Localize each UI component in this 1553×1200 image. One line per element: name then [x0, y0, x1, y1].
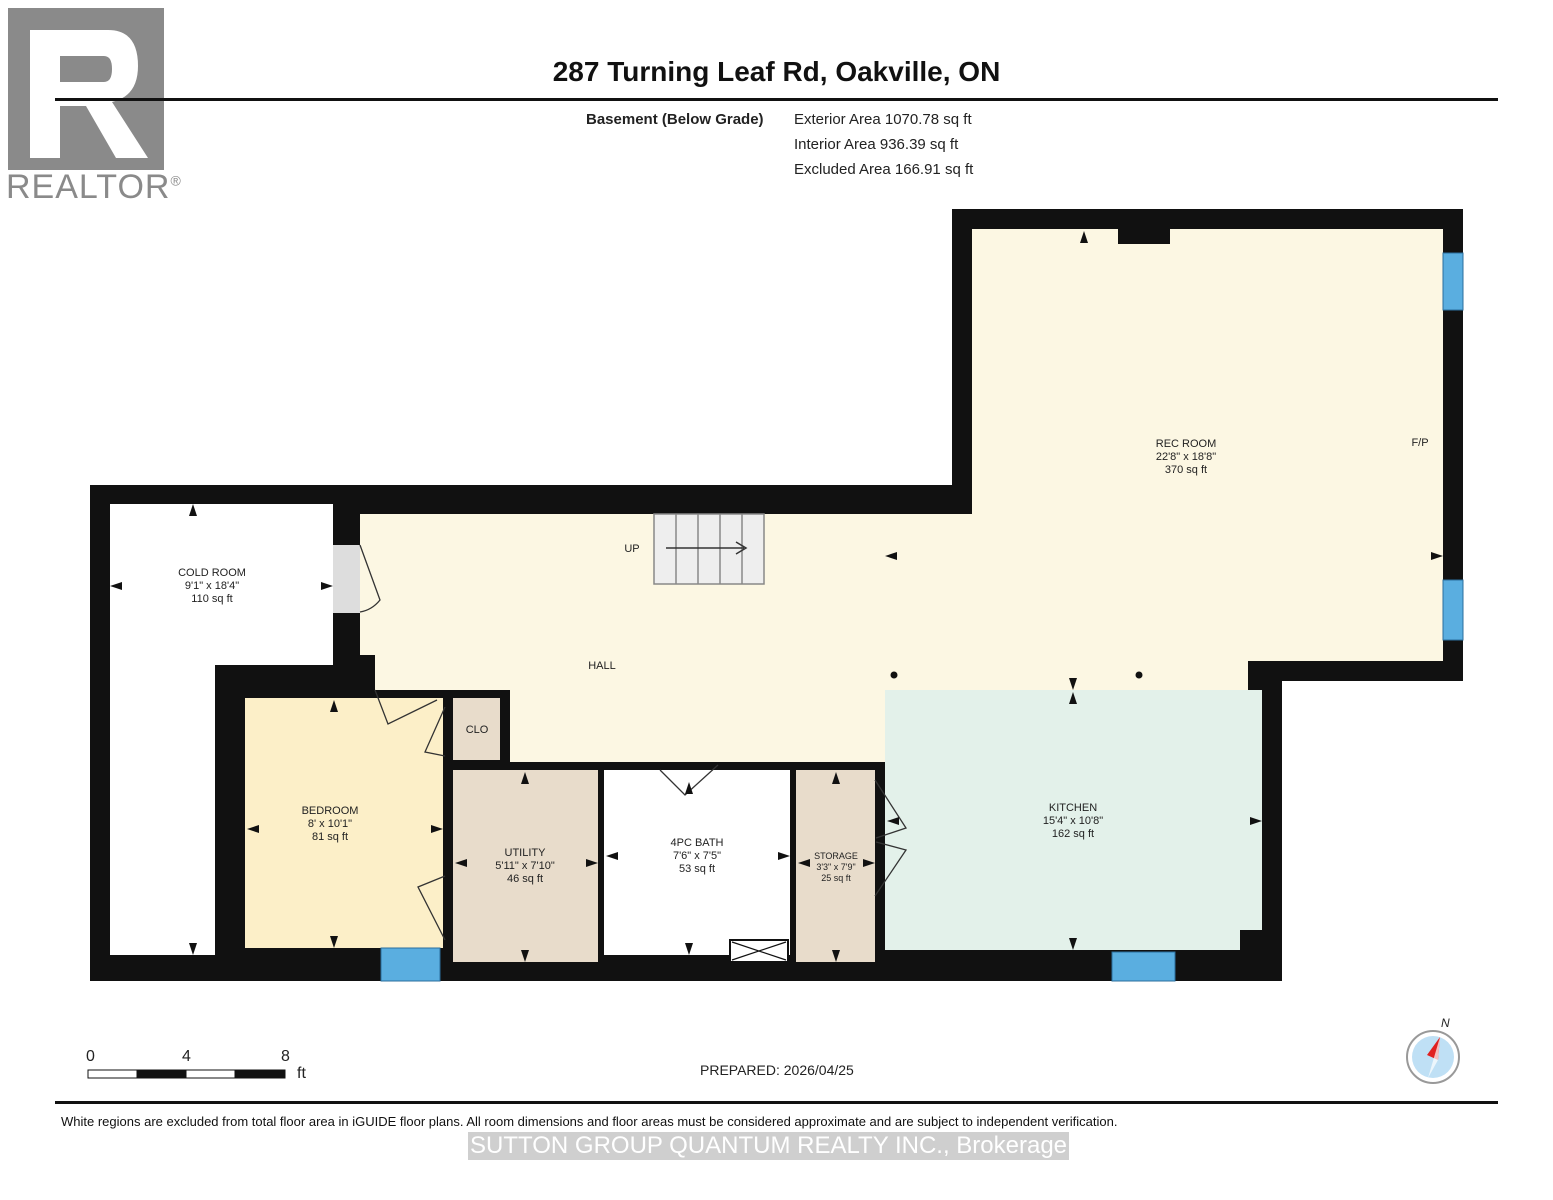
window — [1442, 579, 1464, 641]
window — [380, 947, 441, 982]
room-label-storage: STORAGE 3'3" x 7'9" 25 sq ft — [814, 851, 858, 884]
room-name: REC ROOM — [1155, 438, 1217, 450]
header-divider — [55, 98, 1498, 101]
column-post — [1135, 671, 1143, 679]
bedroom-floor — [245, 698, 443, 948]
room-dims: 3'3" x 7'9" — [816, 862, 856, 872]
room-area: 162 sq ft — [1051, 828, 1095, 840]
room-area: 25 sq ft — [821, 873, 851, 883]
room-name: STORAGE — [814, 851, 858, 861]
interior-area: Interior Area 936.39 sq ft — [794, 136, 959, 153]
room-name: 4PC BATH — [670, 837, 724, 849]
realtor-text: REALTOR — [6, 168, 171, 206]
window — [1442, 252, 1464, 311]
floor-label: Basement (Below Grade) — [586, 111, 764, 128]
room-area: 110 sq ft — [191, 593, 233, 605]
windows — [380, 252, 1464, 982]
room-dims: 8' x 10'1" — [307, 818, 353, 830]
bath-floor — [604, 770, 790, 955]
realtor-r-mark — [8, 8, 164, 170]
scale-tick-4: 4 — [182, 1048, 191, 1065]
fireplace-hearth — [1118, 229, 1170, 244]
scale-unit: ft — [297, 1065, 306, 1082]
room-area: 81 sq ft — [311, 831, 349, 843]
room-label-utility: UTILITY 5'11" x 7'10" 46 sq ft — [495, 847, 555, 886]
cold-room-door — [333, 545, 360, 613]
compass-icon — [1406, 1030, 1460, 1084]
scale-tick-0: 0 — [86, 1048, 95, 1065]
utility-floor — [453, 770, 598, 962]
closet-floor — [453, 698, 500, 760]
exterior-area: Exterior Area 1070.78 sq ft — [794, 111, 972, 128]
rec-room-hall-floor — [360, 229, 1443, 762]
stairs-up-label: UP — [624, 543, 640, 555]
page-title: 287 Turning Leaf Rd, Oakville, ON — [552, 56, 1001, 87]
room-area: 46 sq ft — [506, 873, 544, 885]
prepared-date: PREPARED: 2026/04/25 — [700, 1062, 854, 1078]
door-swings — [359, 544, 908, 941]
registered-mark: ® — [170, 172, 182, 189]
room-label-kitchen: KITCHEN 15'4" x 10'8" 162 sq ft — [1043, 802, 1103, 841]
excluded-area: Excluded Area 166.91 sq ft — [794, 161, 974, 178]
room-label-cold-room: COLD ROOM 9'1" x 18'4" 110 sq ft — [178, 567, 246, 606]
kitchen-floor — [885, 690, 1262, 950]
room-area: 370 sq ft — [1164, 464, 1208, 476]
brokerage-watermark: SUTTON GROUP QUANTUM REALTY INC., Broker… — [468, 1132, 1070, 1160]
room-label-closet: CLO — [465, 724, 489, 736]
room-name: UTILITY — [504, 847, 546, 859]
scale-bar — [87, 1069, 286, 1079]
compass-north-label: N — [1441, 1016, 1450, 1030]
footnote: White regions are excluded from total fl… — [61, 1114, 1118, 1129]
realtor-wordmark: REALTOR® — [6, 168, 182, 207]
scale-tick-8: 8 — [281, 1048, 290, 1065]
window — [1111, 951, 1176, 982]
room-label-rec-room: REC ROOM 22'8" x 18'8" 370 sq ft — [1156, 438, 1217, 477]
room-label-hall: HALL — [588, 660, 616, 672]
room-dims: 7'6" x 7'5" — [672, 850, 722, 862]
room-name: KITCHEN — [1048, 802, 1098, 814]
cold-room-floor — [110, 504, 333, 955]
footer-divider — [55, 1101, 1498, 1104]
room-name: BEDROOM — [301, 805, 359, 817]
room-name: COLD ROOM — [178, 567, 246, 579]
room-area: 53 sq ft — [678, 863, 716, 875]
room-dims: 5'11" x 7'10" — [495, 860, 555, 872]
fireplace-label: F/P — [1411, 437, 1429, 449]
realtor-logo — [8, 8, 164, 170]
room-dims: 15'4" x 10'8" — [1042, 815, 1104, 827]
room-label-bedroom: BEDROOM 8' x 10'1" 81 sq ft — [302, 805, 359, 844]
room-label-bath: 4PC BATH 7'6" x 7'5" 53 sq ft — [671, 837, 724, 876]
room-dims: 9'1" x 18'4" — [184, 580, 240, 592]
column-post — [890, 671, 898, 679]
stairs — [653, 513, 765, 585]
room-dims: 22'8" x 18'8" — [1155, 451, 1217, 463]
